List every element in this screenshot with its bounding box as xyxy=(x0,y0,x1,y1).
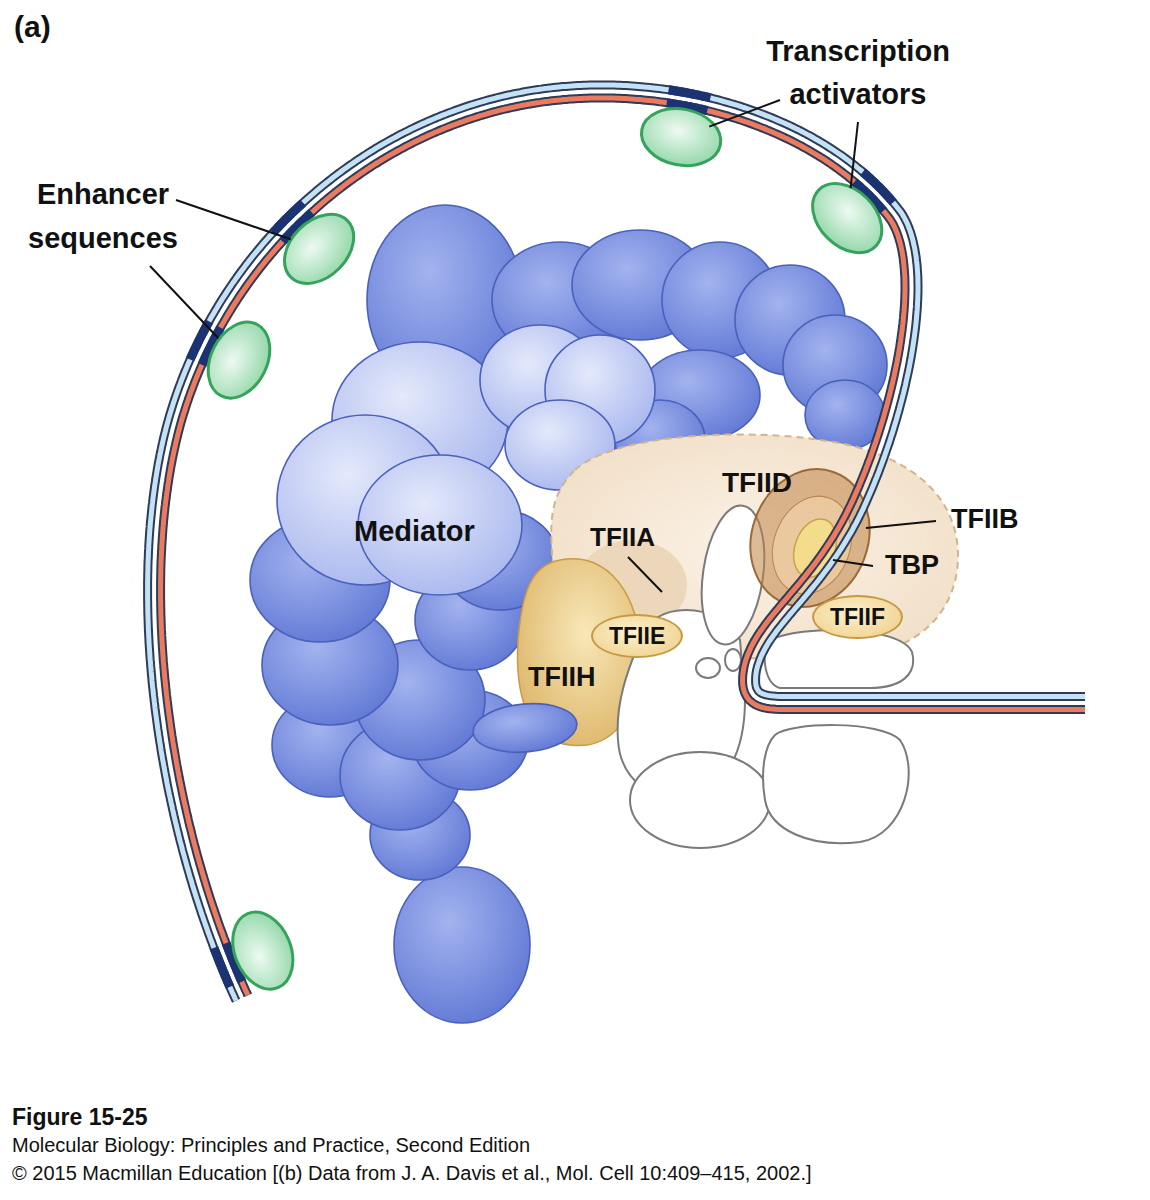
activator-group xyxy=(196,102,895,998)
activator-protein xyxy=(222,903,304,998)
mediator-arm xyxy=(471,700,579,757)
source-line: Molecular Biology: Principles and Practi… xyxy=(12,1134,530,1157)
mediator-complex: Mediator xyxy=(350,513,479,550)
node-label: TFIIH xyxy=(528,662,596,693)
callout-label: Enhancer sequences xyxy=(3,172,203,260)
dna-strand-outline xyxy=(148,85,1085,1001)
dna-strand xyxy=(148,85,1085,1001)
activator-protein xyxy=(271,201,367,297)
dna-strand xyxy=(161,98,1085,995)
tfiie-factor: TFIIE xyxy=(591,614,683,658)
panel-letter: (a) xyxy=(14,10,51,45)
tfiid-factor: TFIID xyxy=(718,465,796,501)
activator-protein xyxy=(196,312,282,409)
leader-line xyxy=(628,557,662,592)
leader-line xyxy=(851,122,858,188)
tfiih-factor: TFIIH xyxy=(524,660,600,695)
tfiif-factor: TFIIF xyxy=(812,595,903,639)
dna-strand-outline xyxy=(161,98,1085,995)
tfiid-shape xyxy=(551,434,958,660)
figure-caption: Figure 15-25 xyxy=(12,1104,148,1130)
factor-label: TFIIA xyxy=(590,523,655,553)
credit-line: © 2015 Macmillan Education [(b) Data fro… xyxy=(12,1162,812,1185)
node-label: Mediator xyxy=(354,515,475,548)
leader-line xyxy=(709,100,780,127)
node-label: TFIIF xyxy=(830,604,885,630)
dna-double-helix xyxy=(148,85,1085,1001)
callout-label: Transcription activators xyxy=(733,30,983,116)
activator-protein xyxy=(636,102,725,172)
leader-line xyxy=(866,521,936,528)
factor-label: TBP xyxy=(885,550,939,581)
enhancer-segment xyxy=(669,90,711,98)
node-label: TFIID xyxy=(722,467,792,499)
leader-line xyxy=(150,266,218,338)
leader-line xyxy=(176,200,291,239)
activator-protein xyxy=(799,170,895,266)
factor-label: TFIIB xyxy=(951,504,1019,535)
leader-line xyxy=(833,560,873,566)
leader-lines xyxy=(150,100,936,592)
node-label: TFIIE xyxy=(609,623,665,649)
